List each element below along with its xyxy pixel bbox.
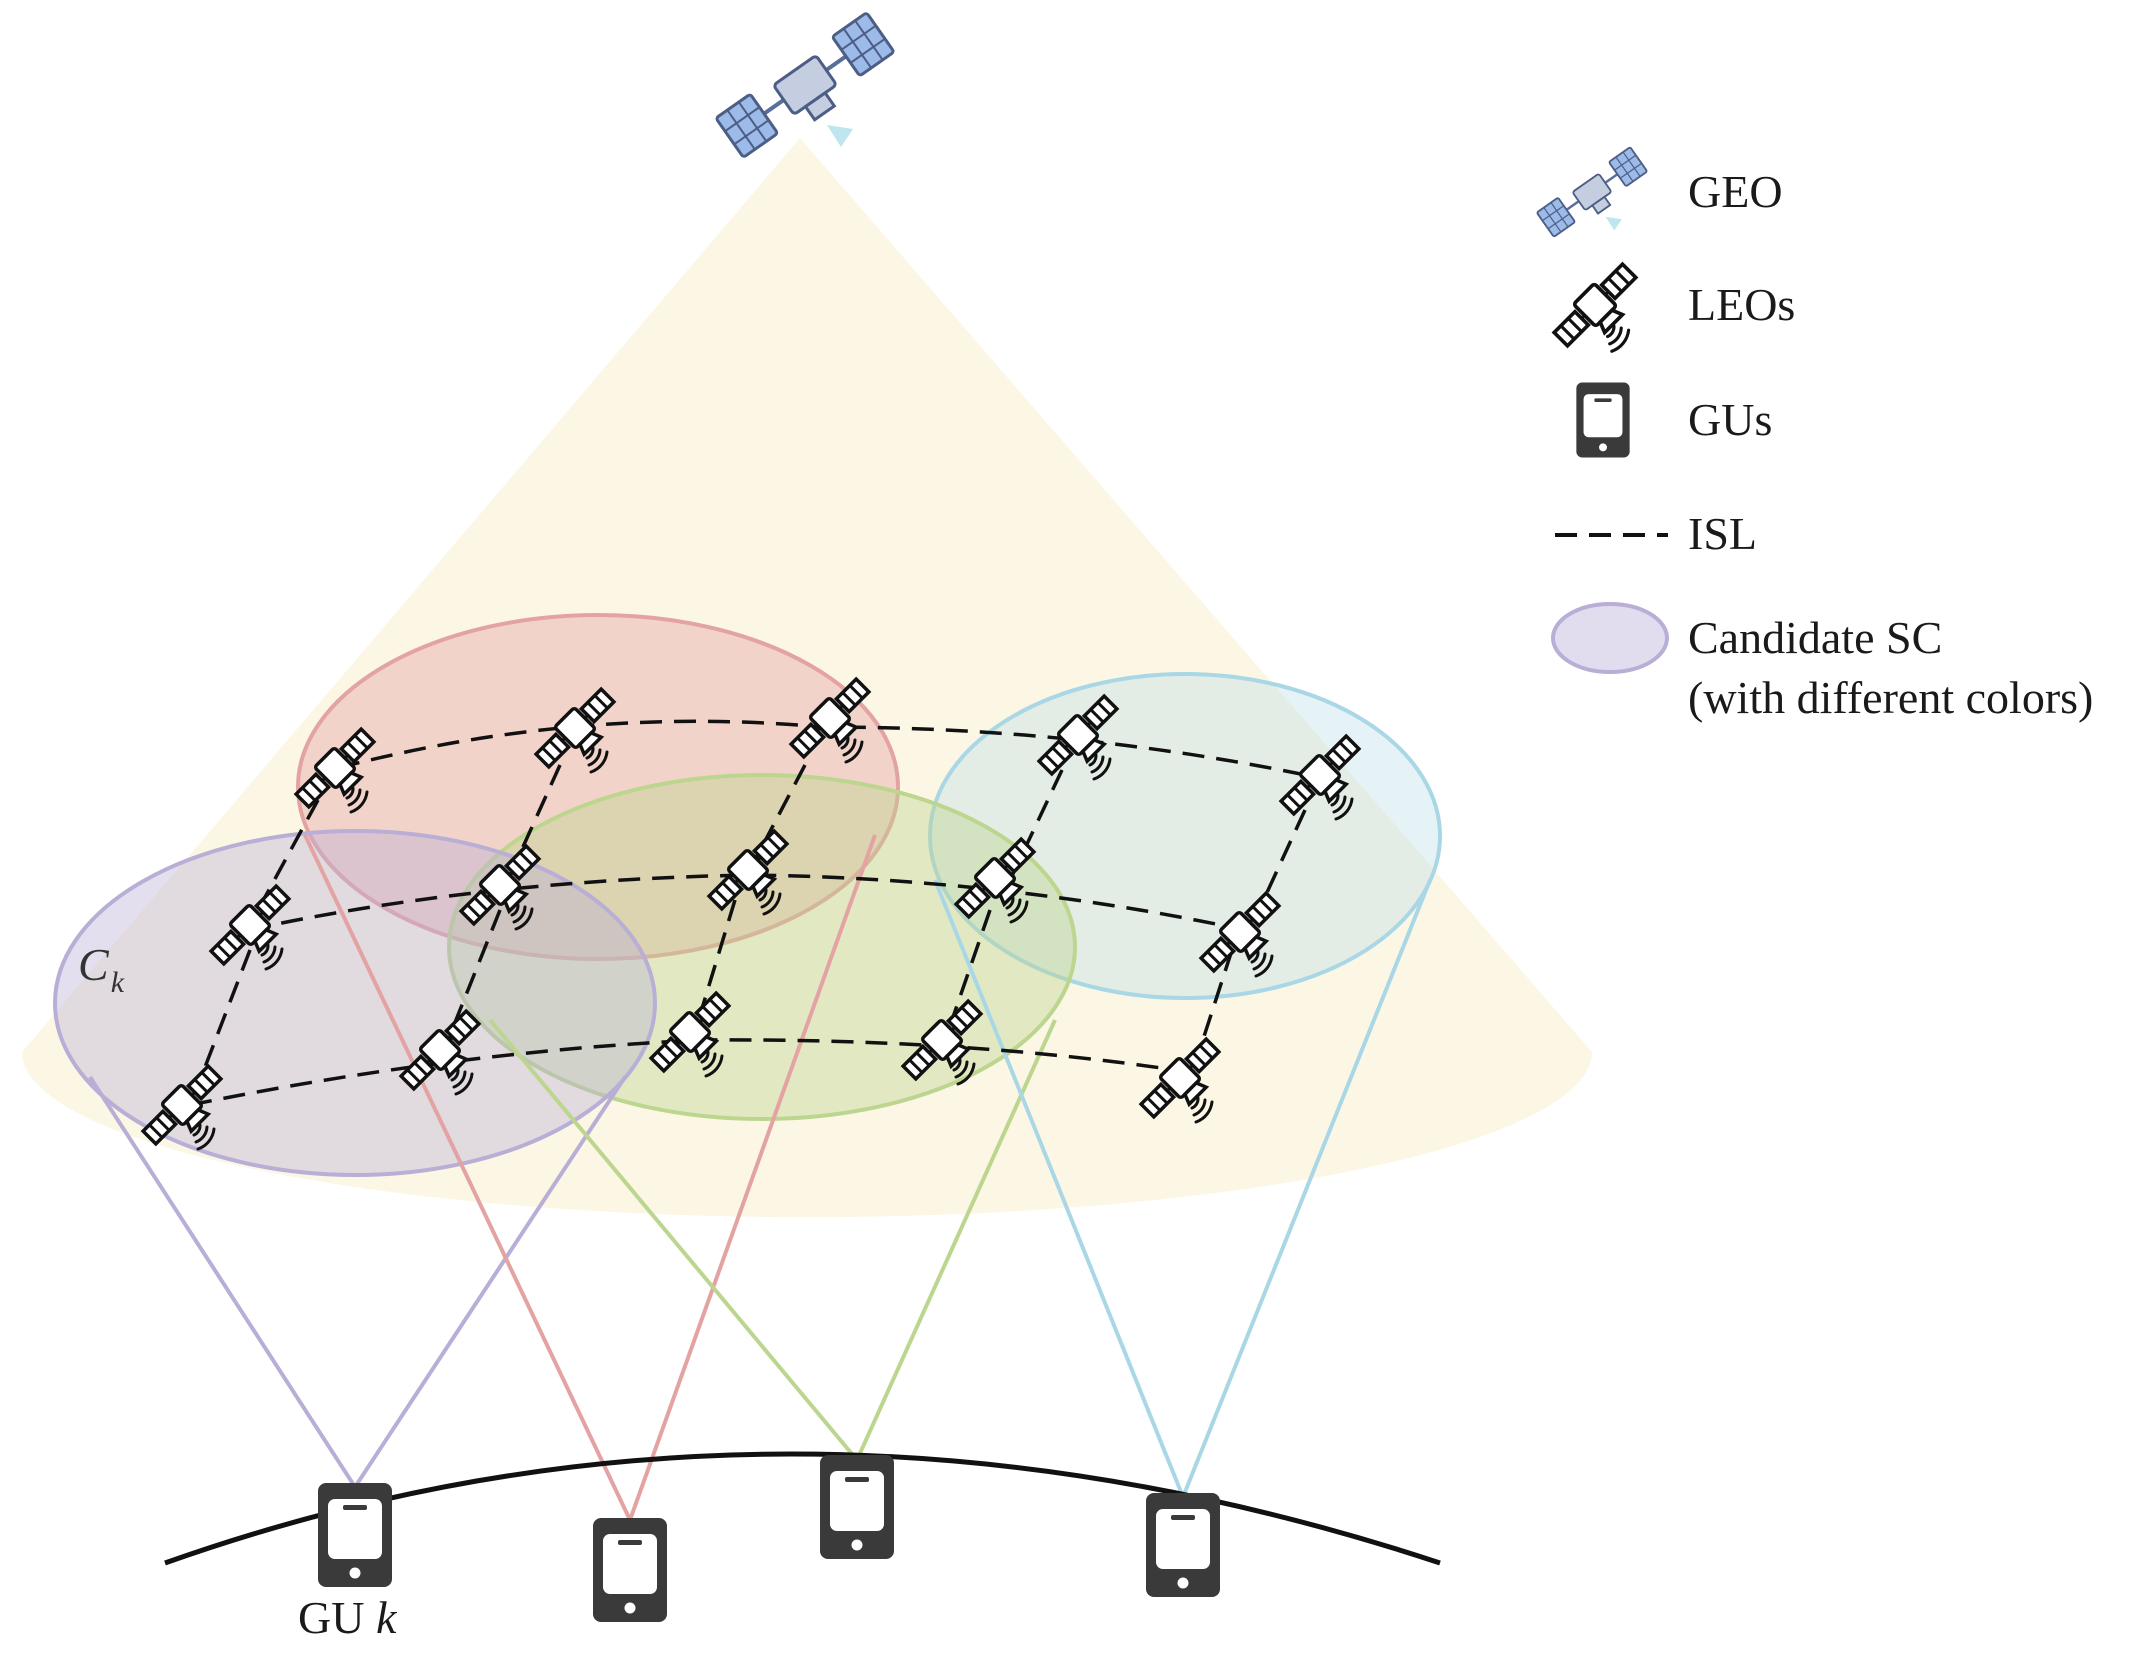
isl-col-3b — [698, 899, 737, 1016]
legend-item-geo: GEO — [1535, 145, 1783, 244]
phone-icon — [1576, 382, 1630, 458]
legend-label-gus: GUs — [1688, 394, 1772, 445]
gu-k-label: GU k — [298, 1592, 398, 1643]
legend-label-isl: ISL — [1688, 508, 1757, 559]
legend-item-isl: ISL — [1555, 508, 1757, 559]
legend-label-candidate-sc-note: (with different colors) — [1688, 672, 2093, 723]
isl-row-2 — [247, 873, 1246, 932]
isl-col-4a — [1008, 769, 1064, 881]
candidate-sc-green — [447, 773, 1077, 1121]
phone-icon — [820, 1455, 894, 1559]
geo-satellite-icon — [713, 10, 902, 168]
ground-users — [318, 1455, 1220, 1622]
legend: GEO LEOs GUs ISL Candidate SC (with diff… — [1535, 145, 2093, 723]
legend-label-candidate-sc: Candidate SC — [1688, 612, 1942, 663]
phone-icon — [318, 1483, 392, 1587]
geo-coverage-cone — [22, 138, 1592, 1218]
legend-item-leos: LEOs — [1547, 257, 1795, 360]
isl-col-1a — [256, 799, 320, 911]
phone-icon — [593, 1518, 667, 1622]
cluster-label: Ck — [78, 939, 125, 999]
geo-satellite-icon — [1535, 145, 1653, 244]
phone-icon — [1146, 1493, 1220, 1597]
isl-col-5a — [1256, 809, 1307, 913]
legend-item-candidate-sc: Candidate SC (with different colors) — [1551, 602, 2093, 723]
candidate-sc-legend-swatch — [1551, 602, 1669, 674]
legend-item-gus: GUs — [1576, 382, 1772, 458]
isl-col-4b — [950, 909, 992, 1021]
isl-col-5b — [1196, 949, 1234, 1056]
isl-col-1b — [198, 949, 252, 1081]
leo-satellite-icon — [1547, 257, 1650, 360]
legend-label-geo: GEO — [1688, 166, 1783, 217]
legend-label-leos: LEOs — [1688, 279, 1795, 330]
